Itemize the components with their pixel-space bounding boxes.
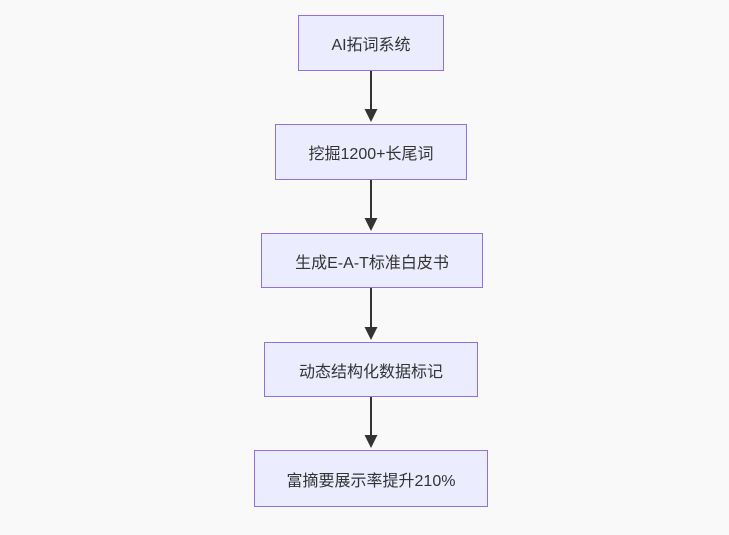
flow-node-label: 富摘要展示率提升210% xyxy=(286,472,456,490)
flow-node-longtail-keywords: 挖掘1200+长尾词 xyxy=(275,124,467,180)
flow-node-label: 动态结构化数据标记 xyxy=(298,363,443,381)
flow-node-structured-data: 动态结构化数据标记 xyxy=(264,342,478,397)
flow-node-label: 挖掘1200+长尾词 xyxy=(308,146,434,163)
flow-node-eat-whitepaper: 生成E-A-T标准白皮书 xyxy=(261,233,483,288)
flow-node-ai-word-expansion: AI拓词系统 xyxy=(298,15,444,71)
flow-node-label: AI拓词系统 xyxy=(331,37,411,54)
flow-node-label: 生成E-A-T标准白皮书 xyxy=(295,254,449,272)
flow-node-rich-snippet-rate: 富摘要展示率提升210% xyxy=(254,450,488,507)
